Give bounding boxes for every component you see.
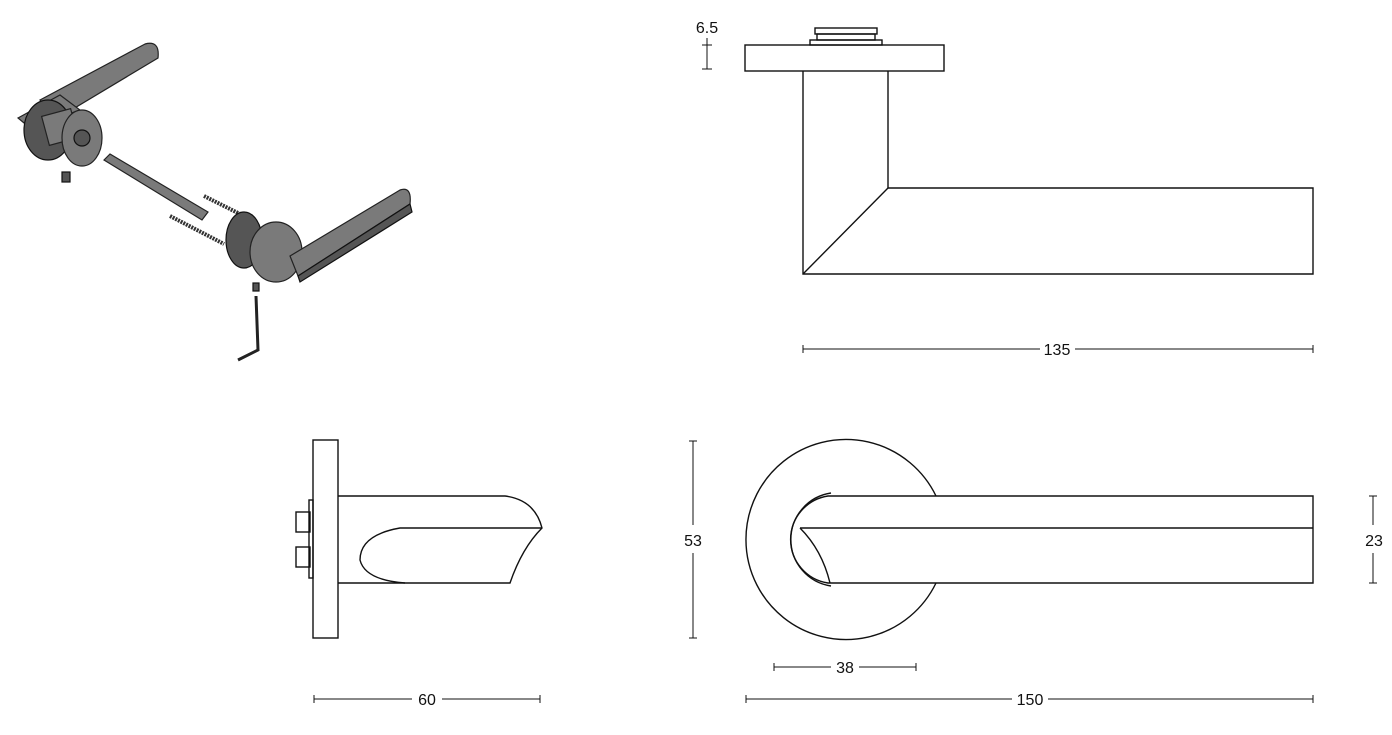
dimension-rose-diameter: 53 — [684, 440, 702, 639]
rose-side — [312, 439, 339, 639]
spindle-base — [809, 39, 883, 46]
rose-circle — [745, 438, 937, 641]
dimension-overall-length: 150 — [745, 692, 1314, 709]
lever-side-chamfer — [359, 527, 542, 584]
dim-label-135: 135 — [1044, 342, 1071, 359]
side-view: 60 — [295, 439, 543, 709]
spindle-part-upper — [295, 511, 311, 533]
dim-label-6-5: 6.5 — [696, 20, 718, 37]
dimension-rose-offset: 38 — [773, 660, 917, 677]
top-view: 6.5 135 — [696, 20, 1314, 359]
isometric-exploded-view — [16, 42, 413, 362]
lever-side-outline — [338, 495, 543, 584]
dim-label-53: 53 — [684, 533, 702, 550]
dimension-side-depth: 60 — [313, 692, 541, 709]
lever-end-edge — [790, 492, 832, 587]
spindle-part-lower — [295, 546, 311, 568]
lever-outline — [802, 71, 1314, 275]
rose-plate — [744, 44, 945, 72]
lever-end-chamfer — [799, 527, 831, 584]
iso-lever-right — [225, 188, 413, 292]
dim-label-38: 38 — [836, 660, 854, 677]
front-view: 53 23 38 150 — [684, 438, 1383, 709]
iso-screws — [169, 194, 243, 246]
dimension-lever-height: 23 — [1365, 495, 1383, 584]
spindle-flange — [308, 499, 314, 579]
dim-label-60: 60 — [418, 692, 436, 709]
dimension-rose-thickness: 6.5 — [696, 20, 718, 70]
spindle-cap — [814, 27, 878, 35]
spindle-ring — [816, 33, 876, 41]
dim-label-150: 150 — [1017, 692, 1044, 709]
dimension-lever-projection: 135 — [802, 342, 1314, 359]
iso-lever-left — [16, 42, 159, 183]
dim-label-23: 23 — [1365, 533, 1383, 550]
lever-front-outline — [789, 495, 1314, 584]
lever-bend-line — [802, 187, 889, 275]
iso-allen-key — [237, 295, 260, 362]
iso-spindle — [103, 153, 209, 221]
